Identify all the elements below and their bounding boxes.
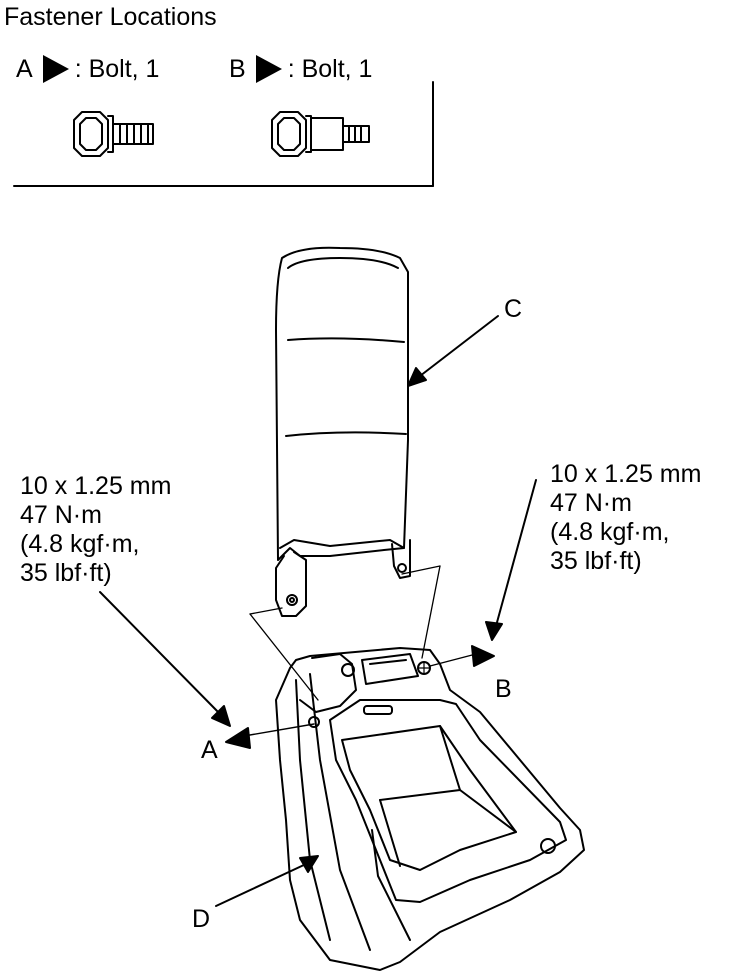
callout-c: C — [504, 295, 523, 323]
torque-spec-a: 10 x 1.25 mm 47 N·m (4.8 kgf·m, 35 lbf·f… — [20, 472, 171, 588]
legend-text-b: : Bolt, 1 — [287, 54, 373, 83]
armrest-lid — [275, 246, 411, 617]
legend-item-a: A : Bolt, 1 — [16, 55, 159, 83]
torque-a-kgfm: (4.8 kgf·m, — [20, 530, 140, 558]
torque-spec-b: 10 x 1.25 mm 47 N·m (4.8 kgf·m, 35 lbf·f… — [550, 460, 701, 576]
callout-a: A — [201, 736, 218, 764]
torque-a-lbfft: 35 lbf·ft) — [20, 559, 112, 587]
flange-bolt-icon — [73, 111, 154, 157]
arrow-marker-icon — [42, 55, 69, 83]
torque-b-kgfm: (4.8 kgf·m, — [550, 518, 670, 546]
torque-a-nm: 47 N·m — [20, 501, 102, 529]
torque-b-size: 10 x 1.25 mm — [550, 460, 702, 488]
stepped-bolt-icon — [271, 111, 370, 157]
leader-c — [407, 315, 499, 387]
legend-text-a: : Bolt, 1 — [74, 54, 160, 83]
leader-b — [429, 645, 495, 667]
torque-b-lbfft: 35 lbf·ft) — [550, 547, 642, 575]
legend-letter-b: B — [229, 54, 246, 83]
legend-frame — [13, 81, 434, 187]
arrow-marker-icon — [255, 55, 282, 83]
page-title: Fastener Locations — [4, 3, 217, 31]
leader-torque-b — [485, 479, 537, 641]
leader-d — [215, 855, 319, 907]
callout-d: D — [192, 905, 211, 933]
legend-letter-a: A — [16, 54, 33, 83]
leader-torque-a — [99, 591, 231, 727]
callout-b: B — [495, 675, 512, 703]
leader-a — [225, 723, 315, 749]
torque-b-nm: 47 N·m — [550, 489, 632, 517]
legend-item-b: B : Bolt, 1 — [229, 55, 372, 83]
console-base — [275, 647, 585, 971]
hinge-guide-lines — [249, 565, 441, 701]
torque-a-size: 10 x 1.25 mm — [20, 472, 172, 500]
